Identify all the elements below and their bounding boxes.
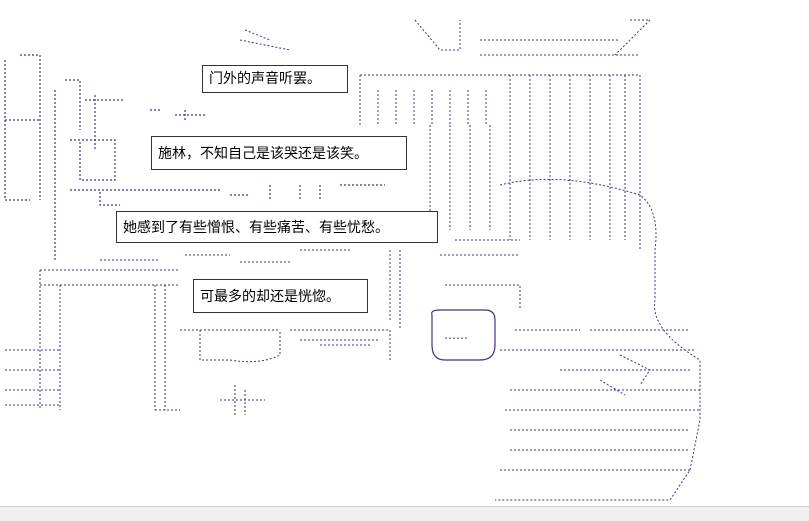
narration-box-1: 门外的声音听罢。 [202, 65, 348, 93]
speech-bubble-text: …… [444, 328, 468, 342]
lower-left-art [5, 249, 401, 415]
left-doorway-art [4, 54, 385, 260]
narration-text-2: 施林，不知自己是该哭还是该笑。 [158, 146, 368, 162]
narration-text-4: 可最多的却还是恍惚。 [200, 289, 340, 305]
narration-box-3: 她感到了有些憎恨、有些痛苦、有些忧愁。 [116, 211, 438, 243]
narration-box-2: 施林，不知自己是该哭还是该笑。 [151, 136, 407, 170]
speech-bubble [431, 309, 496, 361]
narration-box-4: 可最多的却还是恍惚。 [193, 279, 368, 313]
narration-text-1: 门外的声音听罢。 [209, 71, 321, 87]
narration-text-3: 她感到了有些憎恨、有些痛苦、有些忧愁。 [123, 220, 389, 236]
character-figure-art [440, 178, 701, 501]
window-grid-art [239, 19, 652, 250]
scroll-bar-strip[interactable] [0, 506, 809, 521]
